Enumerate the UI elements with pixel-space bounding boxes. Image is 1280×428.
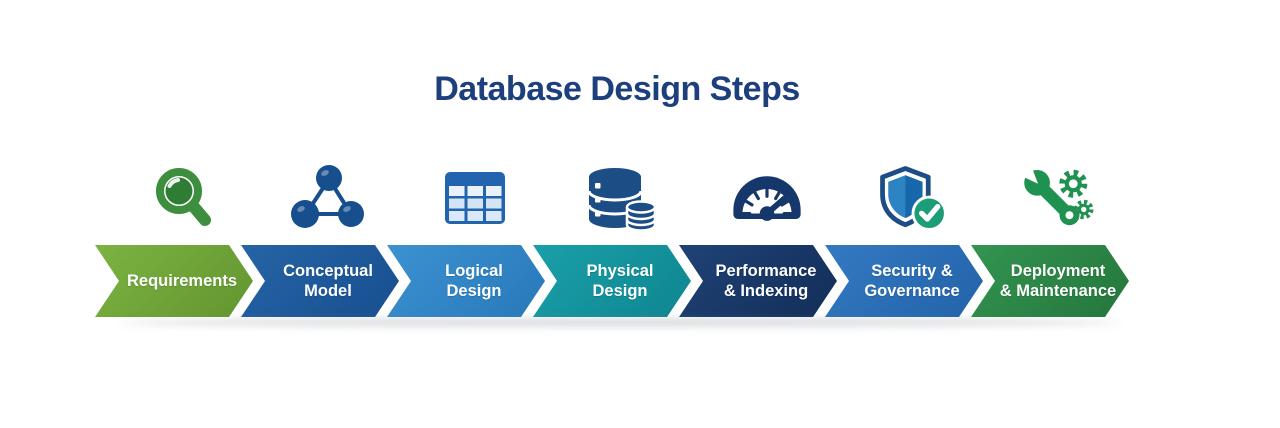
step-label: Performance& Indexing [715,262,817,300]
step-label: Deployment& Maintenance [999,262,1117,300]
diagram-title: Database Design Steps [434,70,800,108]
wrench-gear-icon [1019,160,1099,238]
band-shadow [120,319,1120,326]
er-model-icon [289,160,369,238]
step-security-governance: Security &Governance [825,245,983,317]
step-label: Security &Governance [864,262,960,300]
shield-check-icon [873,160,953,238]
table-icon [435,160,515,238]
gauge-icon [727,160,807,238]
magnifier-icon [143,160,223,238]
database-icon [581,160,661,238]
step-performance-indexing: Performance& Indexing [679,245,837,317]
step-deployment-maintenance: Deployment& Maintenance [971,245,1129,317]
step-requirements: Requirements [95,245,253,317]
step-label: Requirements [126,272,238,290]
